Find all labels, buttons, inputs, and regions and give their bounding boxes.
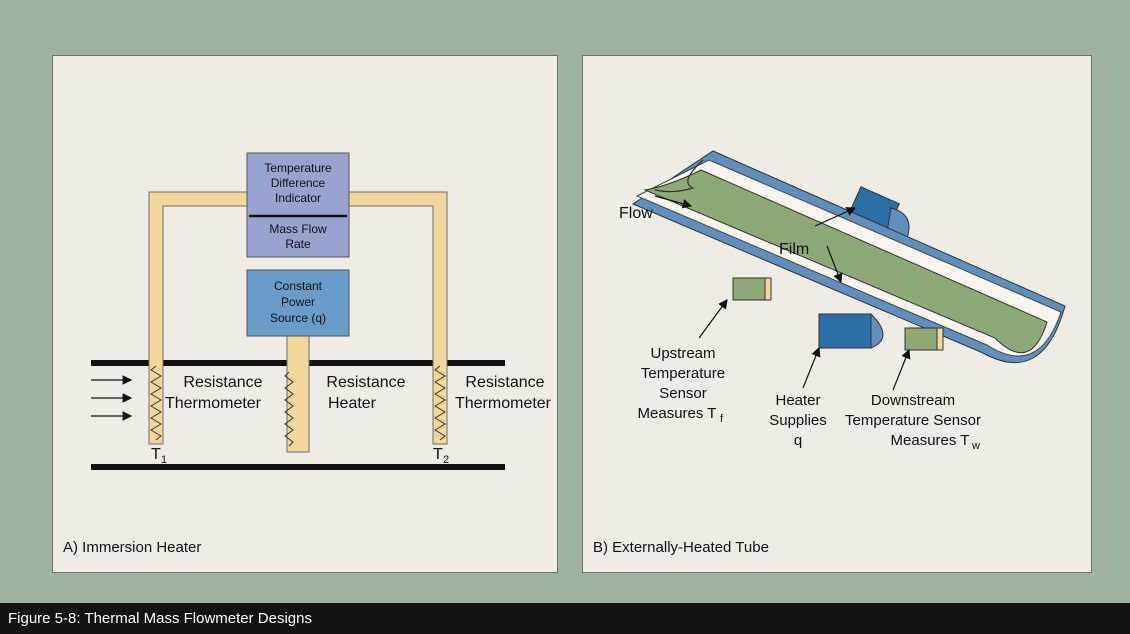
panel-immersion-heater: Temperature Difference Indicator Mass Fl… bbox=[52, 55, 558, 573]
panel-externally-heated-tube: Flow Film Upstream Temperature Sensor Me… bbox=[582, 55, 1092, 573]
immersion-heater-diagram: Temperature Difference Indicator Mass Fl… bbox=[91, 152, 552, 470]
label-heater-1: Heater bbox=[775, 392, 820, 409]
label-left-thermometer: Thermometer bbox=[165, 395, 262, 412]
heater-cap-bottom bbox=[870, 312, 884, 349]
label-mid-resistance: Resistance bbox=[326, 374, 405, 391]
power-text-1: Constant bbox=[274, 279, 323, 293]
mass-flow-text-1: Mass Flow bbox=[269, 222, 327, 236]
resistance-heater-probe bbox=[286, 325, 310, 453]
label-upstream-2: Temperature bbox=[641, 365, 725, 382]
flow-arrow bbox=[654, 195, 693, 209]
panel-b-caption: B) Externally-Heated Tube bbox=[593, 539, 769, 556]
indicator-text-3: Indicator bbox=[275, 191, 321, 205]
label-upstream-4: Measures T bbox=[638, 405, 717, 422]
label-right-thermometer: Thermometer bbox=[455, 395, 552, 412]
externally-heated-tube-diagram: Flow Film Upstream Temperature Sensor Me… bbox=[619, 150, 1066, 452]
label-t1-sub: 1 bbox=[161, 454, 167, 466]
figure-caption: Figure 5-8: Thermal Mass Flowmeter Desig… bbox=[0, 603, 1130, 634]
temperature-difference-indicator-box bbox=[246, 152, 350, 258]
tube-interior bbox=[643, 169, 1048, 354]
downstream-sensor-edge bbox=[936, 327, 944, 351]
upstream-arrow bbox=[698, 299, 728, 339]
downstream-arrow bbox=[892, 348, 911, 391]
heater-arrow bbox=[802, 346, 821, 389]
indicator-text-2: Difference bbox=[271, 176, 326, 190]
label-downstream-2: Temperature Sensor bbox=[845, 412, 981, 429]
label-upstream-3: Sensor bbox=[659, 385, 707, 402]
label-upstream-sub: f bbox=[720, 413, 724, 425]
film-arrow-1 bbox=[814, 207, 857, 227]
tube-front-cut bbox=[654, 159, 704, 193]
power-text-2: Power bbox=[281, 295, 315, 309]
label-t1: T bbox=[151, 446, 161, 463]
heater-block-bottom bbox=[818, 313, 872, 349]
indicator-text-1: Temperature bbox=[264, 161, 332, 175]
mass-flow-text-2: Rate bbox=[285, 237, 311, 251]
power-text-3: Source (q) bbox=[270, 311, 326, 325]
label-t2-sub: 2 bbox=[443, 454, 449, 466]
downstream-sensor-block bbox=[904, 327, 938, 351]
label-upstream-1: Upstream bbox=[650, 345, 715, 362]
upstream-sensor-edge bbox=[764, 277, 772, 301]
label-left-resistance: Resistance bbox=[183, 374, 262, 391]
label-t2: T bbox=[433, 446, 443, 463]
label-film: Film bbox=[779, 241, 809, 258]
right-thermometer-coil bbox=[434, 365, 446, 441]
film-arrow-2 bbox=[826, 245, 843, 284]
panel-a-caption: A) Immersion Heater bbox=[63, 539, 202, 556]
left-thermometer-coil bbox=[150, 365, 162, 441]
heater-coil bbox=[284, 371, 294, 447]
label-right-resistance: Resistance bbox=[465, 374, 544, 391]
upstream-sensor-block bbox=[732, 277, 766, 301]
label-heater-2: Supplies bbox=[769, 412, 827, 429]
label-downstream-3: Measures T bbox=[891, 432, 970, 449]
constant-power-source-box bbox=[246, 269, 350, 337]
pipe-bottom-wall bbox=[91, 464, 505, 470]
label-downstream-1: Downstream bbox=[871, 392, 955, 409]
label-downstream-sub: w bbox=[971, 440, 980, 452]
label-flow: Flow bbox=[619, 205, 653, 222]
label-heater-3: q bbox=[794, 432, 802, 449]
label-mid-heater: Heater bbox=[328, 395, 377, 412]
